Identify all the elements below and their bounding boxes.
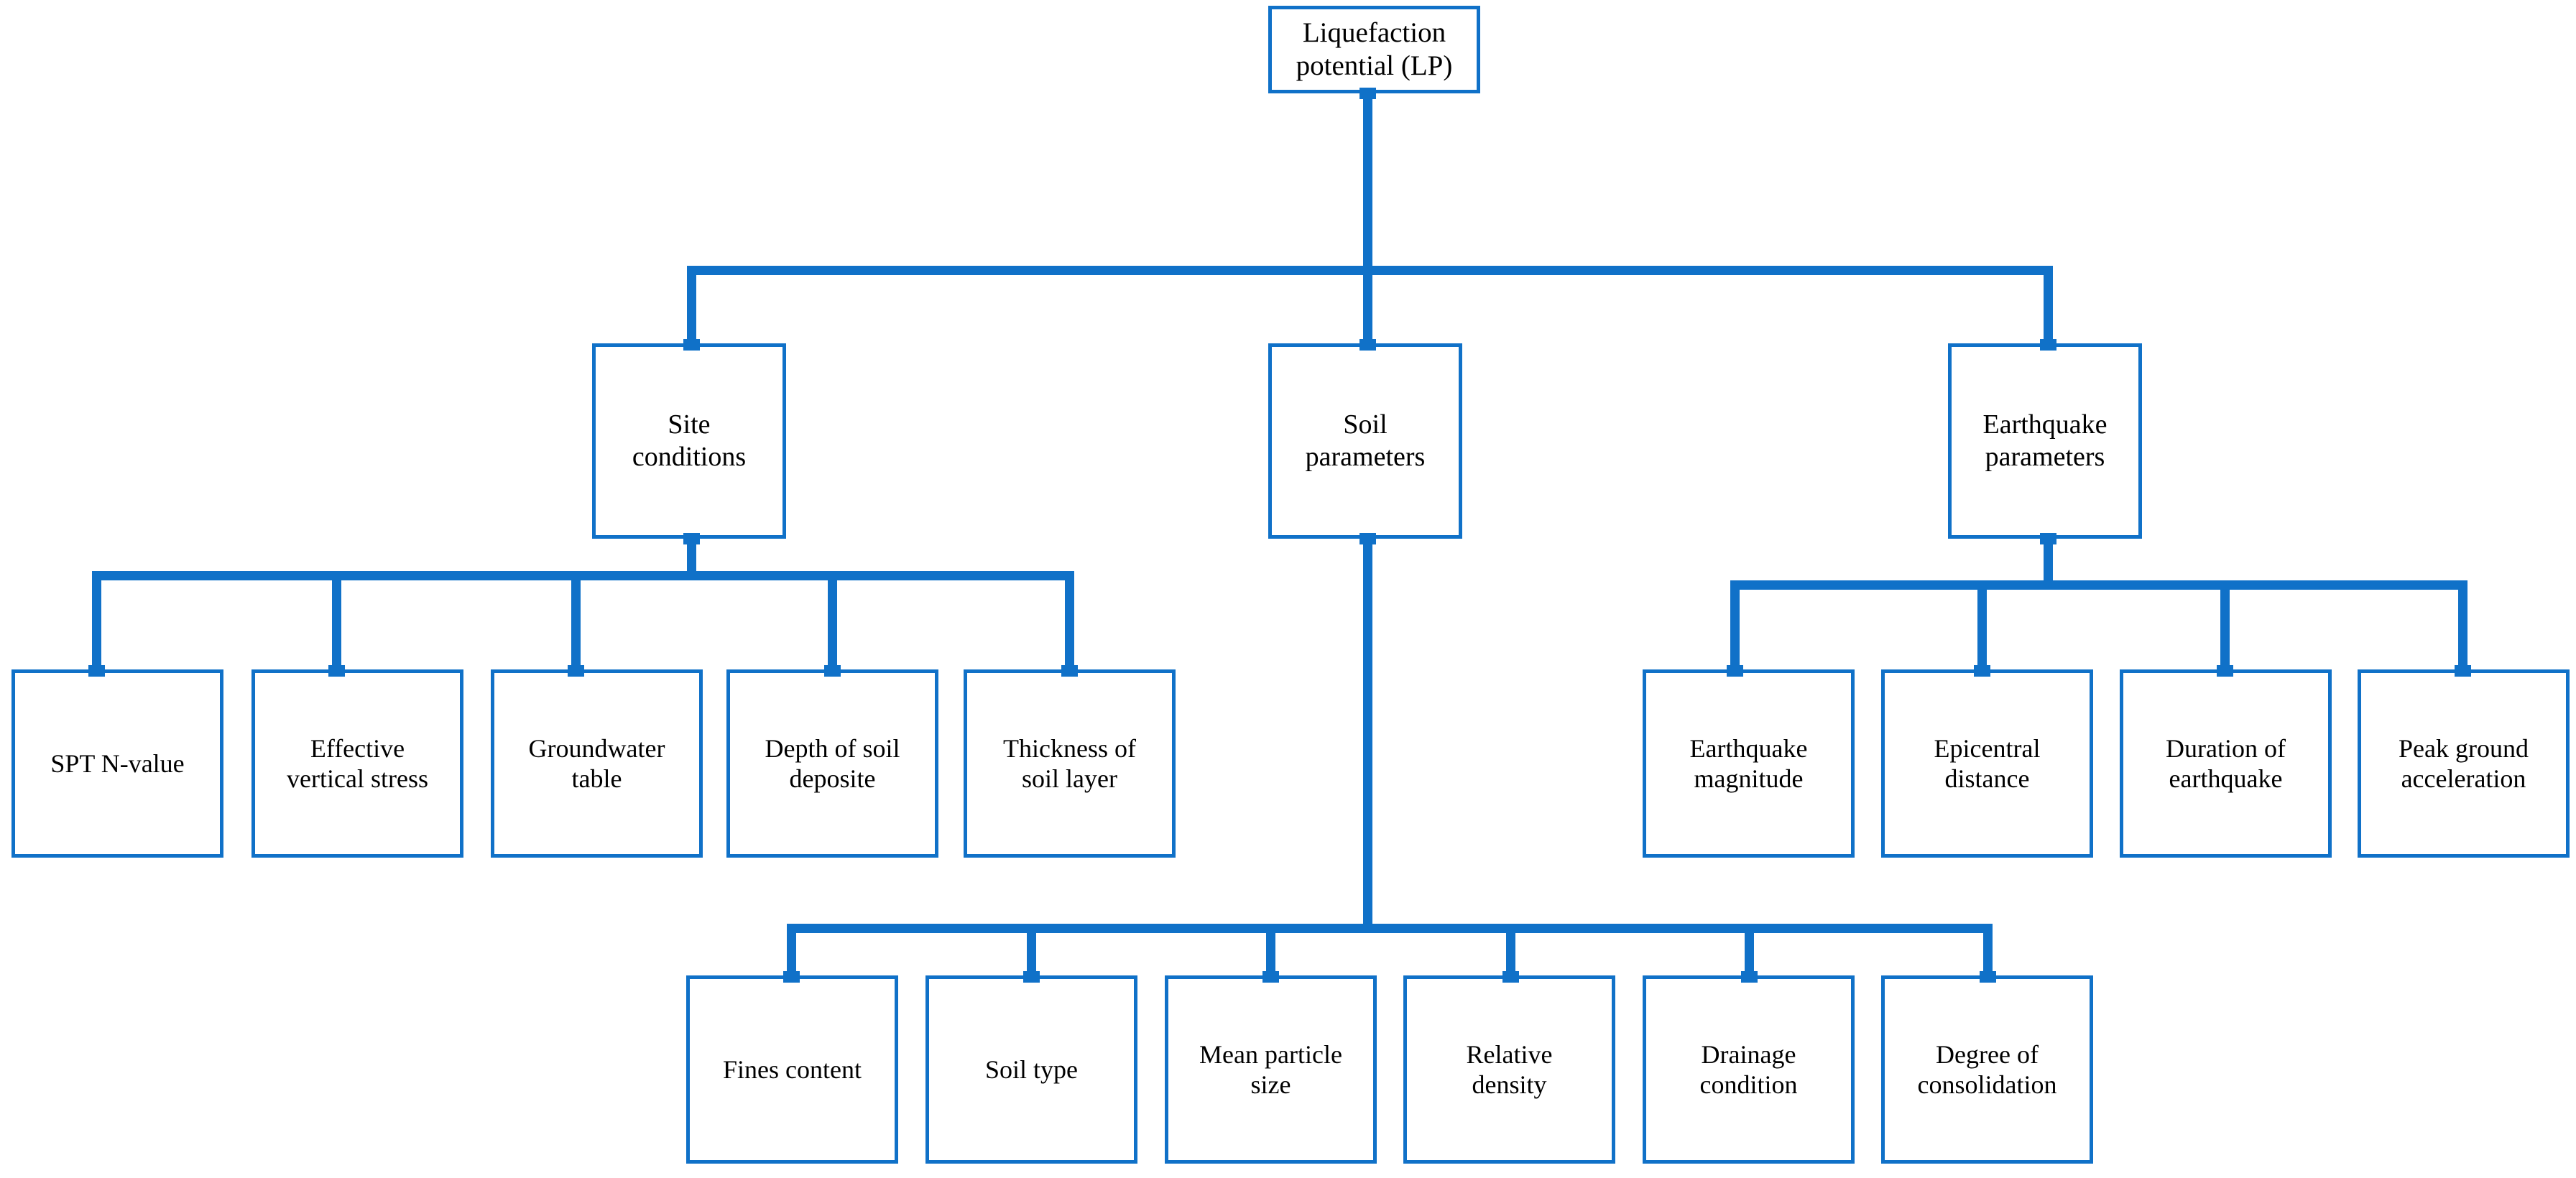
connector-site-drop-4 [828,571,837,672]
node-mean-particle-size[interactable]: Mean particle size [1165,975,1377,1164]
connector-soil-bus [787,924,1993,933]
joint-dot-soil-leaf-5 [1741,971,1758,983]
joint-dot-soil-leaf-6 [1980,971,1996,983]
node-label: Thickness of soil layer [1003,733,1136,793]
joint-dot-eq-leaf-2 [1974,665,1990,677]
node-label: Site conditions [632,409,747,472]
joint-dot-site-leaf-2 [328,665,345,677]
connector-eq-drop-3 [2220,580,2230,672]
node-label: Effective vertical stress [287,733,428,793]
joint-dot-earthquake-top [2040,339,2056,351]
connector-site-drop-3 [571,571,581,672]
node-label: Earthquake parameters [1982,409,2108,472]
joint-dot-eq-leaf-1 [1727,665,1743,677]
joint-dot-site-leaf-5 [1061,665,1078,677]
node-label: Groundwater table [528,733,665,793]
joint-dot-soil-leaf-4 [1502,971,1519,983]
joint-dot-site-leaf-4 [824,665,841,677]
node-label: Earthquake magnitude [1689,733,1808,793]
connector-eq-drop-2 [1977,580,1987,672]
node-label: Peak ground acceleration [2399,733,2529,793]
joint-dot-site-bottom [683,533,700,544]
node-groundwater-table[interactable]: Groundwater table [491,669,703,858]
node-label: Mean particle size [1199,1039,1342,1099]
node-label: Drainage condition [1699,1039,1798,1099]
connector-earthquake-stem [2044,539,2053,583]
node-thickness-of-soil-layer[interactable]: Thickness of soil layer [964,669,1176,858]
joint-dot-soil-leaf-2 [1023,971,1040,983]
joint-dot-soil-leaf-3 [1262,971,1279,983]
joint-dot-soil-leaf-1 [783,971,800,983]
connector-drop-site [687,266,696,345]
connector-eq-drop-4 [2458,580,2467,672]
connector-site-drop-1 [92,571,101,672]
connector-soil-drop-2 [1027,924,1036,978]
connector-earthquake-bus [1730,580,2467,590]
node-label: Epicentral distance [1934,733,2041,793]
node-effective-vertical-stress[interactable]: Effective vertical stress [251,669,463,858]
node-label: Duration of earthquake [2166,733,2286,793]
node-peak-ground-acceleration[interactable]: Peak ground acceleration [2358,669,2570,858]
node-label: Fines content [723,1054,862,1084]
node-site-conditions[interactable]: Site conditions [592,343,786,539]
connector-soil-stem [1363,539,1372,927]
connector-soil-drop-4 [1506,924,1515,978]
node-label: Relative density [1466,1039,1553,1099]
joint-dot-earthquake-bottom [2040,533,2056,544]
node-fines-content[interactable]: Fines content [686,975,898,1164]
node-drainage-condition[interactable]: Drainage condition [1643,975,1855,1164]
node-soil-parameters[interactable]: Soil parameters [1268,343,1462,539]
joint-dot-soil-bottom [1359,533,1376,544]
connector-soil-drop-5 [1745,924,1754,978]
node-label: Soil type [984,1054,1078,1084]
node-degree-of-consolidation[interactable]: Degree of consolidation [1881,975,2093,1164]
connector-drop-soil [1363,266,1372,345]
connector-site-bus [92,571,1074,580]
node-label: Degree of consolidation [1917,1039,2057,1099]
connector-eq-drop-1 [1730,580,1740,672]
node-epicentral-distance[interactable]: Epicentral distance [1881,669,2093,858]
connector-site-stem [687,539,696,575]
connector-site-drop-2 [332,571,341,672]
connector-site-drop-5 [1065,571,1074,672]
joint-dot-root-bottom [1359,88,1376,99]
joint-dot-eq-leaf-3 [2217,665,2233,677]
node-earthquake-parameters[interactable]: Earthquake parameters [1948,343,2142,539]
node-earthquake-magnitude[interactable]: Earthquake magnitude [1643,669,1855,858]
connector-soil-drop-3 [1266,924,1275,978]
connector-root-stem [1363,92,1372,270]
connector-soil-drop-6 [1983,924,1993,978]
node-label: Depth of soil deposite [765,733,900,793]
node-soil-type[interactable]: Soil type [925,975,1137,1164]
joint-dot-soil-top [1359,339,1376,351]
connector-drop-earthquake [2044,266,2053,345]
node-label: SPT N-value [50,748,185,778]
connector-soil-drop-1 [787,924,796,978]
joint-dot-site-top [683,339,700,351]
node-spt-n-value[interactable]: SPT N-value [11,669,223,858]
joint-dot-eq-leaf-4 [2455,665,2471,677]
joint-dot-site-leaf-1 [88,665,105,677]
node-depth-of-soil-deposite[interactable]: Depth of soil deposite [726,669,938,858]
node-duration-of-earthquake[interactable]: Duration of earthquake [2120,669,2332,858]
node-label: Liquefaction potential (LP) [1296,17,1453,81]
joint-dot-site-leaf-3 [568,665,584,677]
node-label: Soil parameters [1305,409,1426,472]
node-relative-density[interactable]: Relative density [1403,975,1615,1164]
node-liquefaction-potential[interactable]: Liquefaction potential (LP) [1268,6,1480,93]
